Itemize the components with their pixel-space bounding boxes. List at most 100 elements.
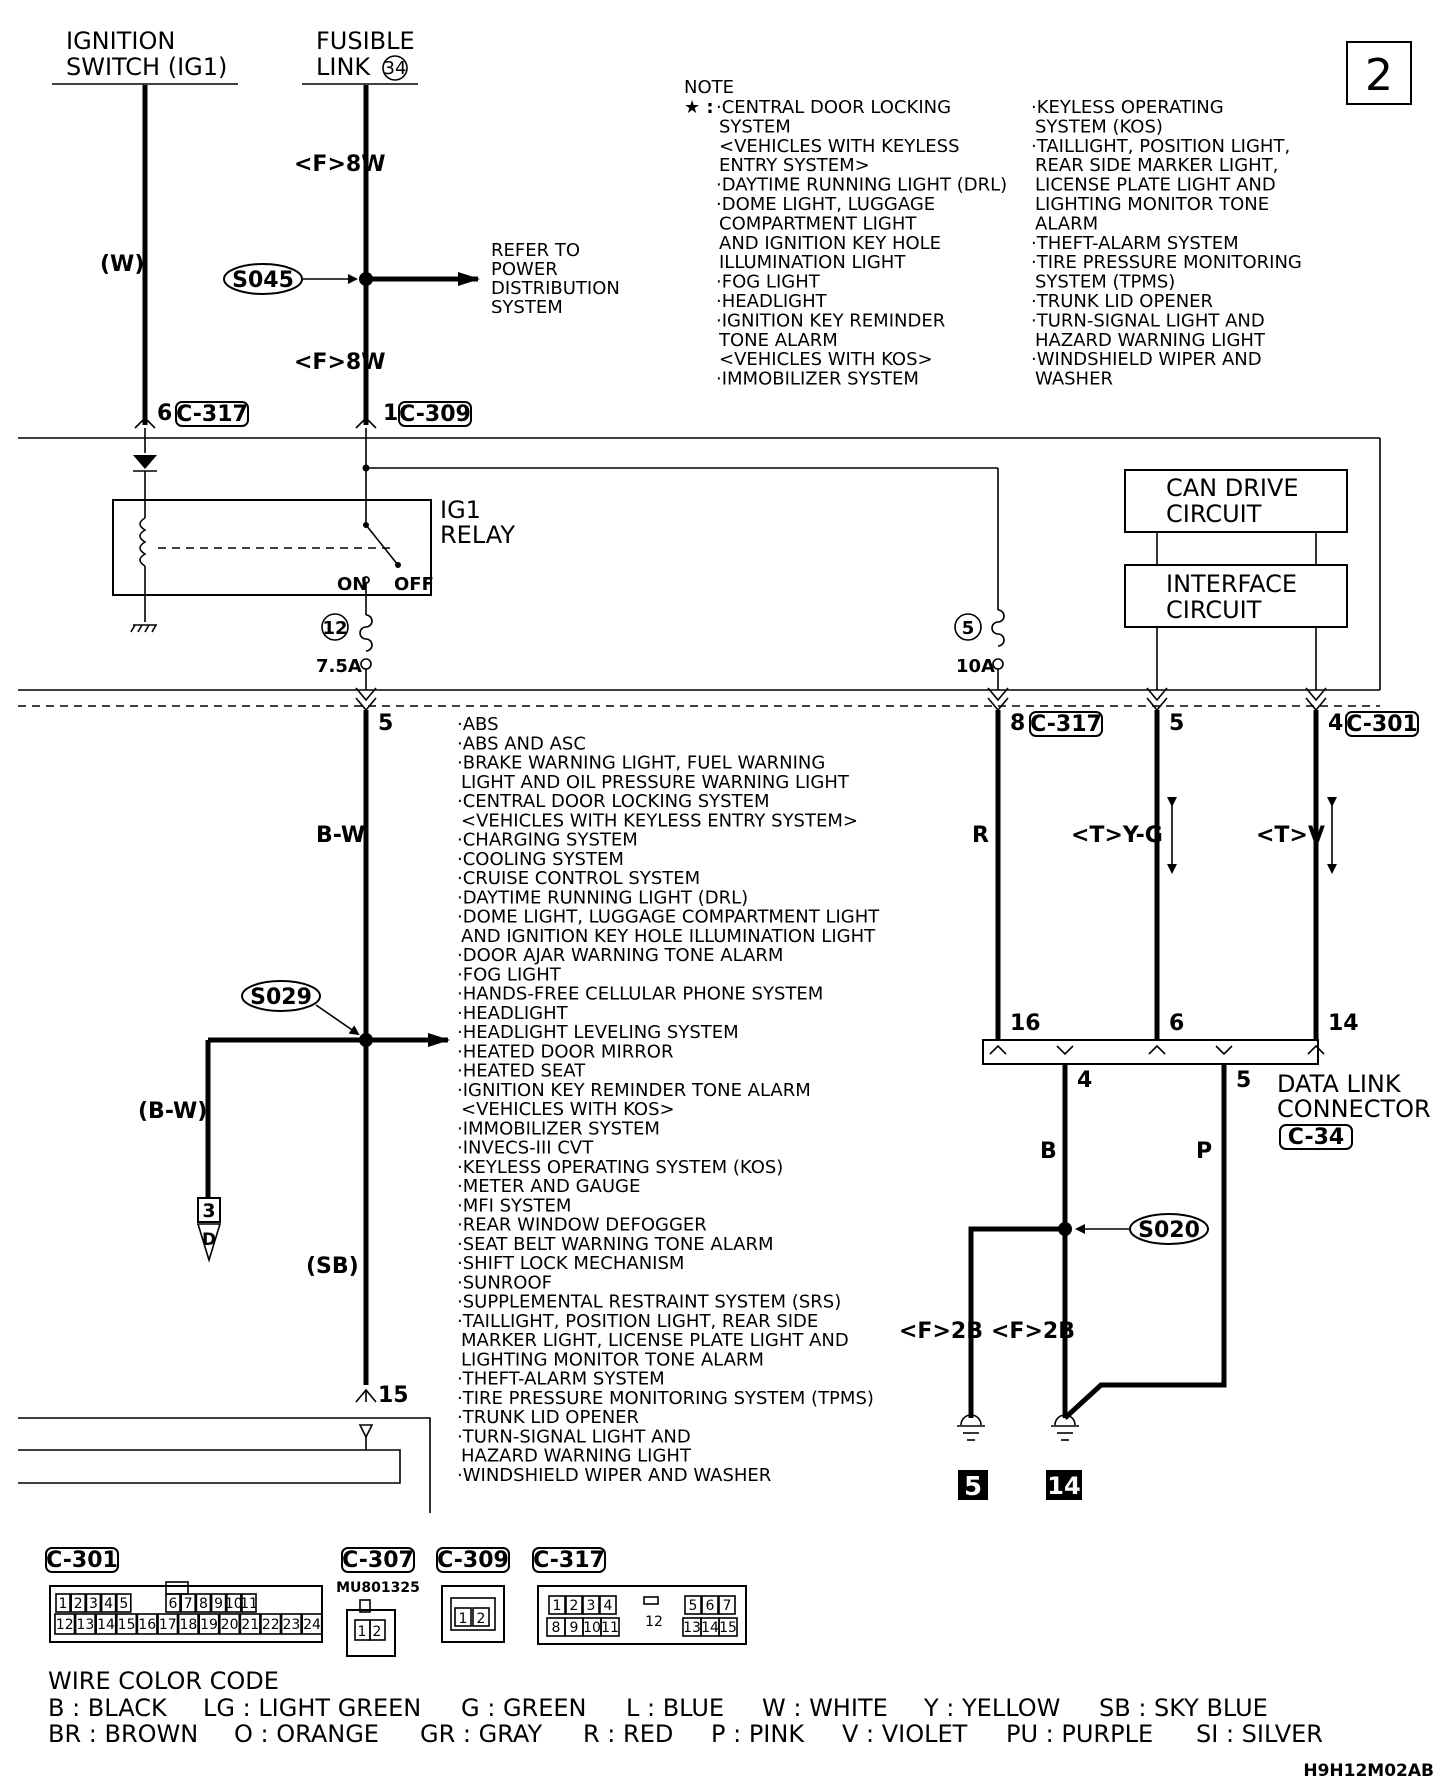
connector-c301-bottom: C-301 — [1346, 712, 1418, 737]
note-line: ·IGNITION KEY REMINDER — [716, 310, 945, 331]
system-list-item: ·WINDSHIELD WIPER AND WASHER — [457, 1465, 771, 1486]
pin-number: 6 — [169, 1596, 178, 1612]
ground-point-5: 5 — [957, 1414, 988, 1502]
wire-color-entry: R : RED — [583, 1720, 673, 1748]
v-wire: 4 C-301 <T>V 14 — [1256, 710, 1419, 1040]
connector-cavity — [241, 1593, 257, 1613]
system-list-item: ·SEAT BELT WARNING TONE ALARM — [457, 1234, 774, 1255]
svg-text:POWER: POWER — [491, 259, 558, 280]
svg-text:6: 6 — [1169, 1011, 1184, 1036]
pin-number: 7 — [184, 1596, 193, 1612]
system-list-item: ·DAYTIME RUNNING LIGHT (DRL) — [457, 887, 748, 908]
system-list-item: ·TURN-SIGNAL LIGHT AND — [457, 1426, 691, 1447]
connector-cavity — [260, 1613, 282, 1635]
wire-color-entry: BR : BROWN — [48, 1720, 198, 1748]
svg-text:4: 4 — [1077, 1068, 1092, 1093]
system-list-item: ·FOG LIGHT — [457, 964, 562, 985]
svg-text:C-317: C-317 — [533, 1548, 605, 1573]
system-list-item: MARKER LIGHT, LICENSE PLATE LIGHT AND — [461, 1330, 849, 1351]
connector-cavity — [210, 1593, 227, 1613]
pin-number: 7 — [723, 1598, 732, 1614]
pin-number: 12 — [56, 1617, 74, 1633]
system-list-item: ·HEATED DOOR MIRROR — [457, 1041, 673, 1062]
connector-cavity — [85, 1593, 102, 1613]
pin-number: 18 — [179, 1617, 197, 1633]
svg-text:CIRCUIT: CIRCUIT — [1166, 500, 1262, 528]
svg-text:<F>2B: <F>2B — [899, 1319, 983, 1344]
svg-text:P: P — [1196, 1139, 1212, 1164]
system-list-item: AND IGNITION KEY HOLE ILLUMINATION LIGHT — [461, 926, 876, 947]
svg-text:8: 8 — [1010, 711, 1025, 736]
connector-cavity — [301, 1613, 323, 1635]
connector-cavity — [74, 1613, 96, 1635]
note-line: SYSTEM (KOS) — [1035, 116, 1163, 137]
svg-text:1: 1 — [383, 401, 398, 426]
note-line: TONE ALARM — [718, 330, 838, 351]
svg-text:C-309: C-309 — [437, 1548, 509, 1573]
note-line: ·WINDSHIELD WIPER AND — [1031, 349, 1262, 370]
note-line: ALARM — [1035, 213, 1098, 234]
system-list-item: ·TAILLIGHT, POSITION LIGHT, REAR SIDE — [457, 1311, 818, 1332]
svg-text:IG1: IG1 — [440, 496, 481, 524]
pin-15-terminal: 15 — [18, 1383, 431, 1513]
system-list-item: ·ABS — [457, 714, 499, 735]
pin-number: 1 — [59, 1596, 68, 1612]
ignition-wire: (W) 6 C-317 — [100, 85, 249, 508]
svg-text:<F>8W: <F>8W — [294, 350, 385, 375]
pin-number: 2 — [570, 1598, 579, 1614]
svg-text:LINK: LINK — [316, 53, 371, 81]
system-list-item: ·HANDS-FREE CELLULAR PHONE SYSTEM — [457, 984, 823, 1005]
note-line: AND IGNITION KEY HOLE — [719, 233, 941, 254]
pin-number: 19 — [200, 1617, 218, 1633]
note-line: HAZARD WARNING LIGHT — [1035, 330, 1266, 351]
pin-number: 13 — [76, 1617, 94, 1633]
pin-number: 13 — [683, 1620, 701, 1636]
connector-c317-bottom: C-317 — [1030, 712, 1102, 737]
connector-cavity — [100, 1593, 117, 1613]
fuse-12: 12 7.5A — [316, 613, 373, 690]
svg-text:REFER TO: REFER TO — [491, 240, 580, 261]
svg-text:2: 2 — [373, 1624, 382, 1640]
svg-text:4: 4 — [1328, 711, 1343, 736]
system-list-item: ·HEADLIGHT — [457, 1003, 569, 1024]
svg-text:R: R — [972, 823, 989, 848]
connector-cavity — [548, 1595, 566, 1615]
note-line: ·HEADLIGHT — [716, 291, 828, 312]
system-list-item: ·COOLING SYSTEM — [457, 849, 624, 870]
system-list-item: ·IGNITION KEY REMINDER TONE ALARM — [457, 1080, 811, 1101]
connector-cavity — [195, 1593, 212, 1613]
wire-color-entry: SI : SILVER — [1196, 1720, 1323, 1748]
wire-color-entry: Y : YELLOW — [923, 1694, 1060, 1722]
connector-c309-top: C-309 — [399, 402, 471, 427]
note-line: ·TAILLIGHT, POSITION LIGHT, — [1031, 136, 1290, 157]
svg-text:S020: S020 — [1138, 1218, 1200, 1243]
data-link-connector: DATA LINK CONNECTOR C-34 — [982, 1039, 1431, 1150]
pin-number: 15 — [719, 1620, 737, 1636]
pin-number: 16 — [138, 1617, 156, 1633]
pin-number: 5 — [119, 1596, 128, 1612]
svg-text:CIRCUIT: CIRCUIT — [1166, 596, 1262, 624]
note-line: LIGHTING MONITOR TONE — [1035, 194, 1269, 215]
svg-text:SYSTEM: SYSTEM — [491, 297, 563, 318]
svg-text:5: 5 — [378, 711, 393, 736]
system-list-item: ·HEATED SEAT — [457, 1061, 586, 1082]
connector-cavity — [116, 1613, 138, 1635]
connector-cavity — [136, 1613, 158, 1635]
branch-reference-3d: 3 D — [196, 1197, 222, 1263]
connector-face-c309: C-309 1 2 — [436, 1547, 510, 1643]
note-line: ·DOME LIGHT, LUGGAGE — [716, 194, 935, 215]
wire-color-entry: L : BLUE — [626, 1694, 724, 1722]
svg-text:5: 5 — [962, 618, 975, 639]
note-line: ·FOG LIGHT — [716, 272, 821, 293]
svg-text:D: D — [202, 1230, 216, 1250]
svg-text:OFF: OFF — [394, 574, 434, 595]
pin-number: 3 — [587, 1598, 596, 1614]
pin-number: 9 — [570, 1620, 579, 1636]
pin-number: 14 — [701, 1620, 719, 1636]
system-list-item: ·DOOR AJAR WARNING TONE ALARM — [457, 945, 783, 966]
pin-number: 10 — [225, 1596, 243, 1612]
connector-cavity — [684, 1595, 702, 1615]
